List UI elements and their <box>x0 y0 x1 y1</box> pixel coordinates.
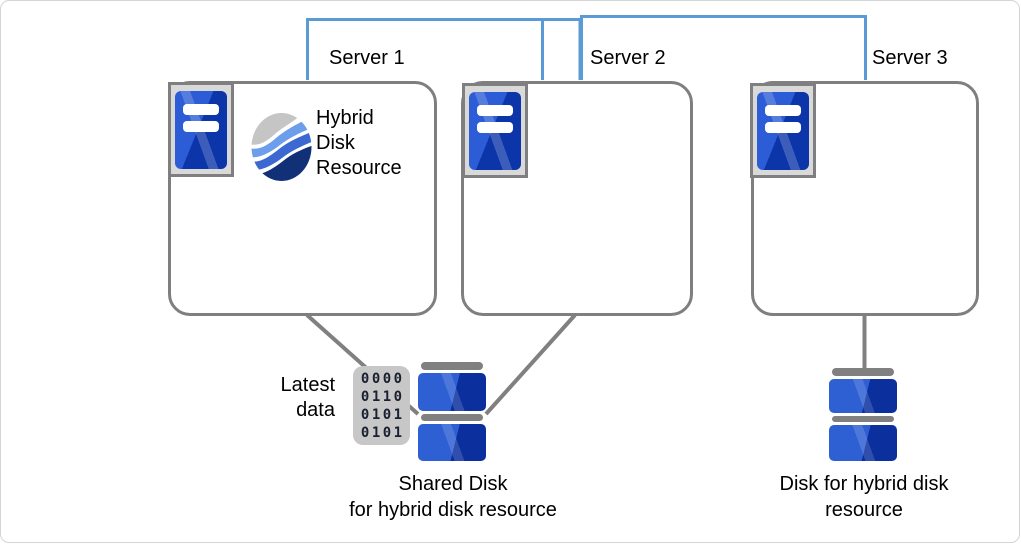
network-line-server2-server3 <box>580 15 867 80</box>
logo-wave-mid-blue <box>251 131 312 171</box>
disk-divider <box>832 416 894 422</box>
disk-cap <box>421 362 483 370</box>
logo-wave-navy <box>251 145 312 181</box>
binary-row: 0110 <box>360 388 405 405</box>
disk-link-server2-shared-disk <box>484 313 577 416</box>
disk-platter <box>418 424 486 461</box>
caption-line: Disk for hybrid disk <box>779 473 949 495</box>
hybrid-label-line: Hybrid <box>316 107 374 129</box>
binary-data-icon: 0000 0110 0101 0101 <box>353 366 410 445</box>
drive-slot <box>477 121 513 133</box>
hybrid-disk-resource-logo-icon <box>251 113 312 181</box>
server-tower <box>469 91 521 170</box>
server2-tower-icon <box>462 83 528 178</box>
latest-data-label: Latest data <box>250 373 335 423</box>
binary-row: 0101 <box>360 424 405 441</box>
hybrid-label-line: Resource <box>316 157 402 179</box>
disk-platter <box>418 373 486 411</box>
binary-row: 0101 <box>360 406 405 423</box>
server3-tower-icon <box>750 83 816 178</box>
disk-platter <box>829 425 897 461</box>
drive-slot <box>183 103 219 115</box>
hybrid-disk-resource-label: Hybrid Disk Resource <box>316 106 402 181</box>
hybrid-disk-caption: Disk for hybrid disk resource <box>754 472 974 523</box>
shared-disk-icon <box>418 362 486 464</box>
server1-tower-icon <box>168 82 234 177</box>
drive-slot <box>183 120 219 132</box>
disk-divider <box>421 414 483 421</box>
latest-data-line: Latest <box>280 374 335 396</box>
disk-cap <box>832 368 894 376</box>
hybrid-label-line: Disk <box>316 132 355 154</box>
disk-platter <box>829 379 897 413</box>
caption-line: resource <box>825 498 903 521</box>
server1-label: Server 1 <box>329 47 405 69</box>
caption-line: for hybrid disk resource <box>349 498 557 521</box>
server3-label: Server 3 <box>872 47 948 69</box>
drive-slot <box>765 121 801 133</box>
logo-wave-light-blue <box>251 115 312 158</box>
drive-slot <box>477 104 513 116</box>
drive-slot <box>765 104 801 116</box>
hybrid-disk-icon <box>829 368 897 464</box>
caption-line: Shared Disk <box>398 473 508 495</box>
shared-disk-caption: Shared Disk for hybrid disk resource <box>333 472 573 523</box>
server2-label: Server 2 <box>590 47 666 69</box>
latest-data-line: data <box>296 399 335 421</box>
binary-row: 0000 <box>360 370 405 387</box>
server-tower <box>175 90 227 169</box>
server2-box <box>461 81 693 316</box>
server-tower <box>757 91 809 170</box>
